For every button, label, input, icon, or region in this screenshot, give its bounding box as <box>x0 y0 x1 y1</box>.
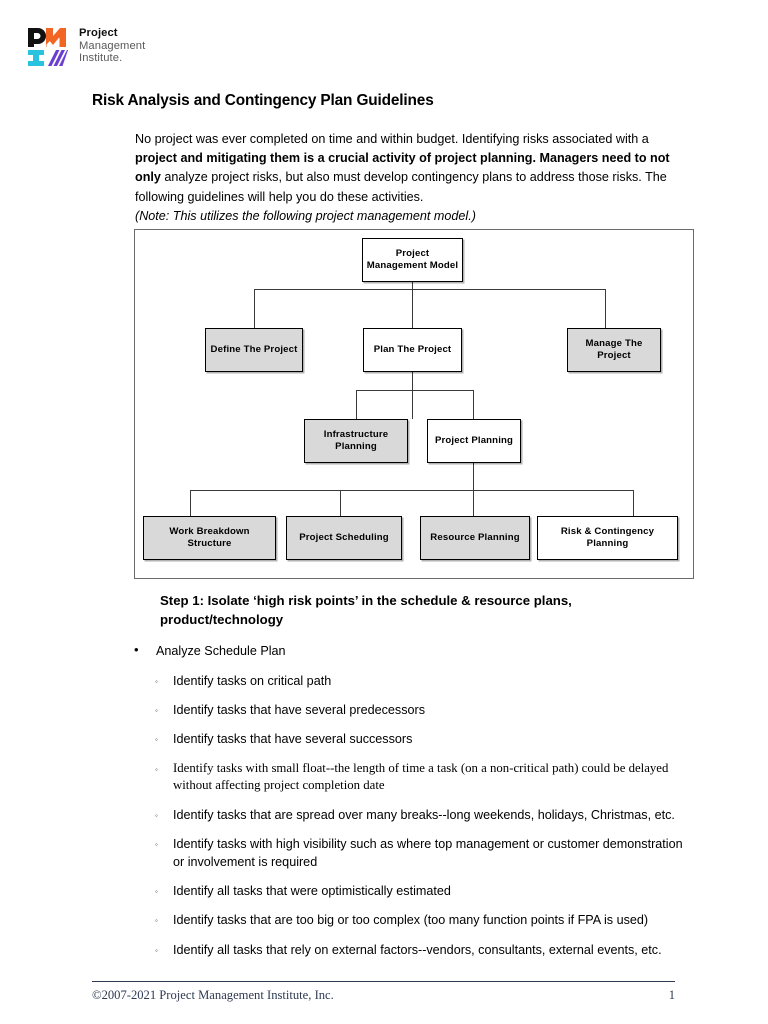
node-project-scheduling[interactable]: Project Scheduling <box>286 516 402 560</box>
connector-row2-right-drop <box>605 289 607 328</box>
connector-plan-down <box>412 372 414 419</box>
list-item-label: Identify tasks on critical path <box>173 674 332 688</box>
connector-row4-drop-1 <box>190 490 192 516</box>
list-item-label: Identify tasks that are too big or too c… <box>173 913 649 928</box>
circle-bullet-icon: ◦ <box>155 706 158 716</box>
list-item-label: Identify tasks that have several predece… <box>173 703 426 718</box>
node-manage-the-project[interactable]: Manage The Project <box>567 328 661 372</box>
intro-text-bold: project and mitigating them is a crucial… <box>135 151 670 185</box>
node-label: Project Planning <box>434 434 514 446</box>
node-label: Define The Project <box>210 343 298 355</box>
node-risk-contingency-planning[interactable]: Risk & Contingency Planning <box>537 516 678 560</box>
list-item: ◦ Identify all tasks that were optimisti… <box>127 882 687 900</box>
pmi-logo-mark <box>26 26 68 68</box>
bullet-list: • Analyze Schedule Plan ◦ Identify tasks… <box>127 642 687 970</box>
footer-divider <box>92 981 675 983</box>
list-item-label: Identify all tasks that were optimistica… <box>173 884 451 899</box>
intro-text-a: No project was ever completed on time an… <box>135 132 649 146</box>
connector-row3-bus <box>356 390 473 392</box>
connector-row4-drop-3 <box>473 490 475 516</box>
intro-paragraph: No project was ever completed on time an… <box>135 130 676 226</box>
connector-row4-bus <box>190 490 633 492</box>
node-label: Resource Planning <box>430 531 520 543</box>
list-item-top: • Analyze Schedule Plan <box>127 642 687 660</box>
list-item: ◦ Identify tasks with high visibility su… <box>127 835 687 871</box>
node-label: Project Scheduling <box>299 531 389 543</box>
list-item-label: Analyze Schedule Plan <box>156 644 286 658</box>
node-plan-the-project[interactable]: Plan The Project <box>363 328 462 372</box>
circle-bullet-icon: ◦ <box>155 945 158 955</box>
intro-note: (Note: This utilizes the following proje… <box>135 208 476 223</box>
intro-text-b: analyze project risks, but also must dev… <box>135 170 667 204</box>
footer-page-number: 1 <box>668 988 675 1002</box>
list-item-label: Identify tasks that are spread over many… <box>173 807 675 822</box>
list-item: ◦ Identify tasks that are too big or too… <box>127 911 687 929</box>
list-item: ◦ Identify tasks with small float--the l… <box>127 760 687 795</box>
connector-row2-left-drop <box>254 289 256 328</box>
node-label: Infrastructure Planning <box>323 428 389 452</box>
node-label: Project Management Model <box>366 247 459 271</box>
pmi-wordmark: Project Management Institute. <box>79 26 145 65</box>
node-project-management-model[interactable]: Project Management Model <box>362 238 463 282</box>
list-item: ◦ Identify tasks on critical path <box>127 672 687 690</box>
list-item-label: Identify tasks with small float--the len… <box>173 760 669 793</box>
logo-line-project: Project <box>79 27 118 39</box>
list-item-label: Identify tasks with high visibility such… <box>173 836 683 870</box>
node-label: Risk & Contingency Planning <box>560 525 655 549</box>
logo-line-institute: Institute. <box>79 52 123 65</box>
list-item-label: Identify all tasks that rely on external… <box>173 942 662 957</box>
circle-bullet-icon: ◦ <box>155 839 158 849</box>
node-label: Work Breakdown Structure <box>169 525 250 549</box>
node-work-breakdown-structure[interactable]: Work Breakdown Structure <box>143 516 276 560</box>
node-define-the-project[interactable]: Define The Project <box>205 328 303 372</box>
footer: ©2007-2021 Project Management Institute,… <box>92 988 675 1003</box>
list-item: ◦ Identify tasks that have several succe… <box>127 730 687 748</box>
circle-bullet-icon: ◦ <box>155 810 158 820</box>
node-label: Manage The Project <box>585 337 643 361</box>
node-infrastructure-planning[interactable]: Infrastructure Planning <box>304 419 408 463</box>
connector-project-planning-down <box>473 463 475 515</box>
pmi-logo-svg <box>28 28 68 66</box>
circle-bullet-icon: ◦ <box>155 677 158 686</box>
circle-bullet-icon: ◦ <box>155 764 158 774</box>
connector-row2-mid-drop <box>412 289 414 328</box>
circle-bullet-icon: ◦ <box>155 735 158 745</box>
connector-row2-bus <box>254 289 606 291</box>
node-resource-planning[interactable]: Resource Planning <box>420 516 530 560</box>
node-project-planning[interactable]: Project Planning <box>427 419 521 463</box>
connector-row3-left-drop <box>356 390 358 419</box>
page-title: Risk Analysis and Contingency Plan Guide… <box>92 92 434 109</box>
circle-bullet-icon: ◦ <box>155 887 158 897</box>
node-label: Plan The Project <box>373 343 452 355</box>
connector-row4-drop-2 <box>340 490 342 516</box>
list-item-label: Identify tasks that have several success… <box>173 732 413 747</box>
circle-bullet-icon: ◦ <box>155 916 158 926</box>
connector-row3-right-drop <box>473 390 475 419</box>
list-item: ◦ Identify tasks that have several prede… <box>127 701 687 719</box>
step-1-heading: Step 1: Isolate ‘high risk points’ in th… <box>160 593 572 627</box>
logo-line-management: Management <box>79 39 146 52</box>
list-item: ◦ Identify tasks that are spread over ma… <box>127 806 687 824</box>
connector-row4-drop-4 <box>633 490 635 516</box>
footer-copyright: ©2007-2021 Project Management Institute,… <box>92 988 334 1002</box>
list-item: ◦ Identify all tasks that rely on extern… <box>127 941 687 959</box>
pmi-logo: Project Management Institute. <box>26 26 145 68</box>
bullet-marker-icon: • <box>134 642 139 657</box>
project-management-model-diagram: Project Management Model Define The Proj… <box>134 229 694 579</box>
